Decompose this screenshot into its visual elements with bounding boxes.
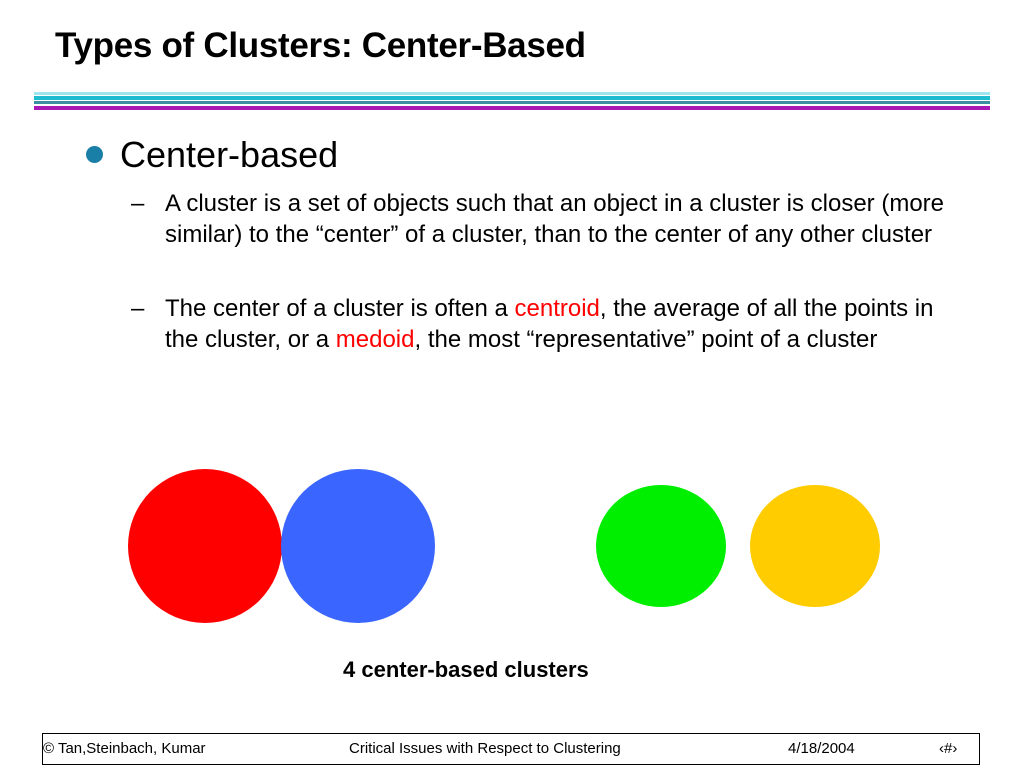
bullet-dot-icon [86,146,103,163]
footer-title: Critical Issues with Respect to Clusteri… [349,740,621,757]
cluster-red [128,469,282,623]
bullet-center-based: Center-based [120,134,339,175]
cluster-green [596,485,726,607]
title-rule-purple [34,106,990,110]
sub-bullet-text: The center of a cluster is often a [165,295,515,322]
title-rule-light [34,92,990,95]
sub-bullet-center: The center of a cluster is often a centr… [165,293,965,355]
title-rule-teal [34,96,990,100]
footer-page-number: ‹#› [939,740,958,757]
title-rule-dark [34,101,990,104]
sub-bullet-text: , the average of all the points in the c… [165,295,934,353]
dash-icon: – [131,295,145,322]
sub-bullet-definition: A cluster is a set of objects such that … [165,190,945,248]
figure-caption: 4 center-based clusters [343,657,589,682]
cluster-blue [281,469,435,623]
dash-icon: – [131,190,145,217]
slide-title: Types of Clusters: Center-Based [55,26,586,65]
footer-copyright: © Tan,Steinbach, Kumar [43,740,206,757]
cluster-yellow [750,485,880,607]
medoid-term: medoid [335,326,415,353]
footer: © Tan,Steinbach, Kumar Critical Issues w… [42,733,980,765]
sub-bullet-text: , the most “representative” point of a c… [414,326,878,353]
footer-date: 4/18/2004 [788,740,855,757]
centroid-term: centroid [514,295,600,322]
